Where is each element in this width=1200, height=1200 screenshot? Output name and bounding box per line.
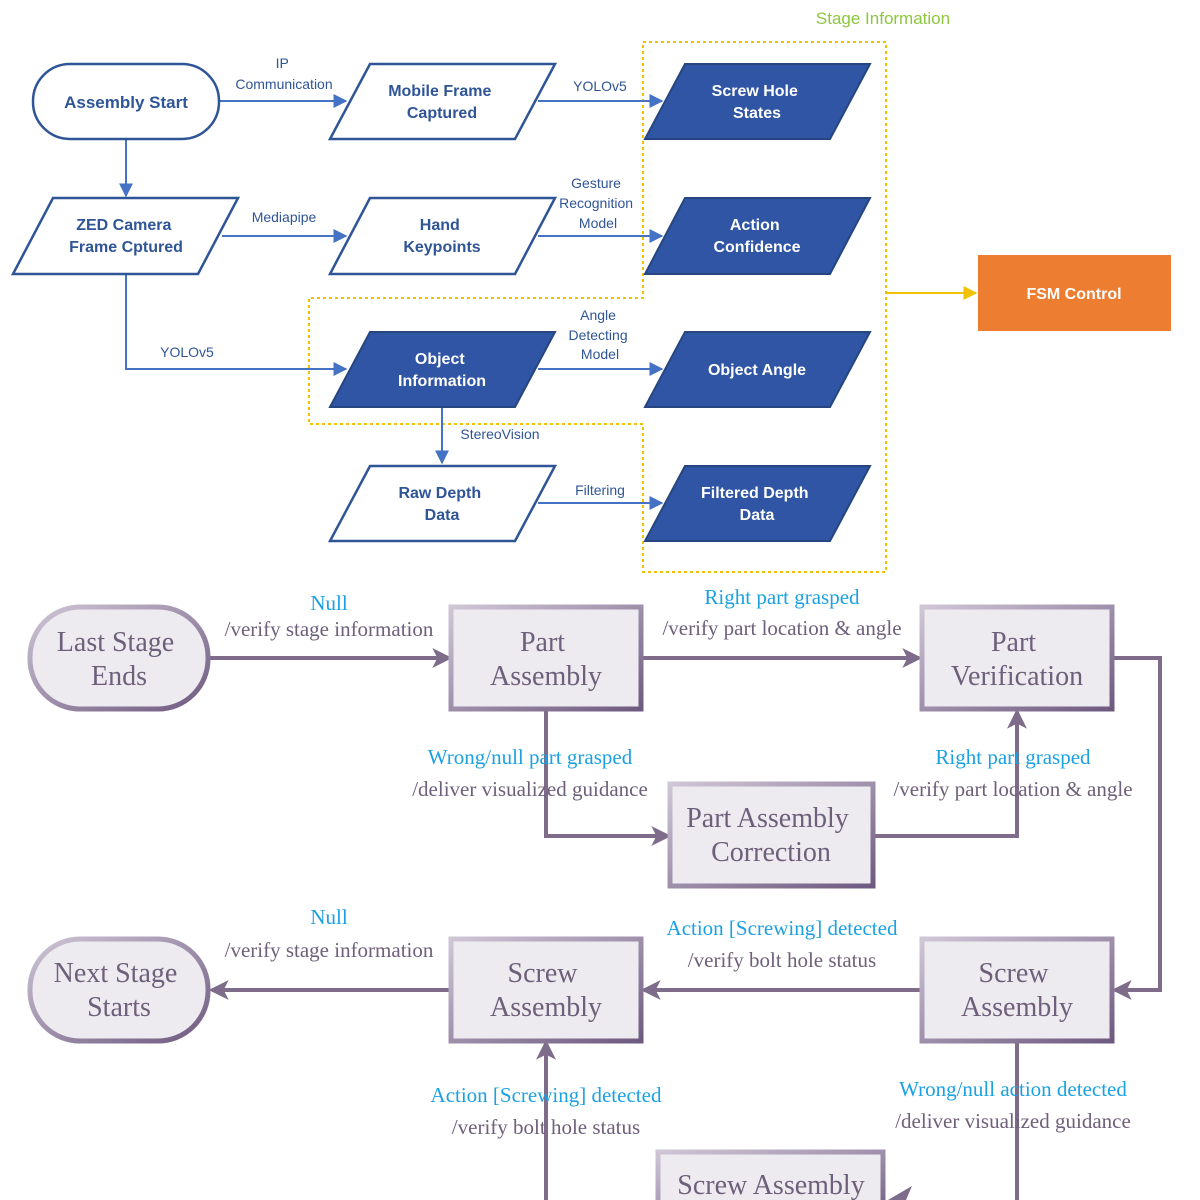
svg-text:Screw Hole States: Screw Hole States: [712, 83, 803, 122]
state-screw-assembly-bottom: Screw Assembly: [655, 1149, 886, 1200]
svg-text:Filtered Depth Data: Filtered Depth Data: [701, 485, 813, 524]
edge-zed-to-object: [125, 274, 348, 376]
transition-part-to-correction: [544, 710, 672, 846]
t7-event: Action [Screwing] detected: [431, 1083, 662, 1107]
state-part-assembly: Part Assembly: [448, 604, 644, 712]
label-yolov5-mobile: YOLOv5: [573, 78, 627, 94]
svg-text:Raw Depth Data: Raw Depth Data: [398, 485, 485, 524]
state-next-stage-starts: Next Stage Starts: [27, 936, 211, 1044]
label-stereovision: StereoVision: [460, 426, 539, 442]
node-fsm-control: FSM Control: [978, 255, 1171, 331]
t4-action: /verify part location & angle: [893, 777, 1132, 801]
t6-action: /verify bolt hole status: [688, 948, 876, 972]
svg-text:Object Information: Object Information: [398, 351, 486, 390]
node-mobile-frame-captured: Mobile Frame Captured: [327, 62, 558, 141]
label-yolov5-zed: YOLOv5: [160, 344, 214, 360]
node-object-information: Object Information: [328, 331, 557, 408]
node-filtered-depth-data: Filtered Depth Data: [643, 465, 872, 542]
node-zed-camera-frame: ZED Camera Frame Cptured: [10, 196, 241, 276]
stage-information-outline: [308, 41, 887, 573]
svg-text:Screw Assembly: Screw Assembly: [677, 1170, 864, 1200]
t5-event: Null: [310, 905, 348, 929]
t3-event: Wrong/null part grasped: [428, 745, 633, 769]
svg-text:Action Confidence: Action Confidence: [713, 217, 800, 256]
node-object-angle: Object Angle: [643, 331, 872, 408]
t1-action: /verify stage information: [225, 617, 434, 641]
svg-text:Assembly Start: Assembly Start: [64, 93, 188, 112]
t2-action: /verify part location & angle: [662, 616, 901, 640]
t4-event: Right part grasped: [935, 745, 1091, 769]
svg-text:FSM Control: FSM Control: [1026, 286, 1121, 303]
label-ip-communication: IP Communication: [235, 55, 332, 92]
node-screw-hole-states: Screw Hole States: [643, 63, 872, 140]
svg-text:Hand Keypoints: Hand Keypoints: [403, 217, 480, 256]
transition-verification-to-screw: [1111, 656, 1162, 1000]
svg-text:ZED Camera Frame Cptured: ZED Camera Frame Cptured: [69, 217, 183, 256]
t1-event: Null: [310, 591, 348, 615]
node-assembly-start: Assembly Start: [31, 62, 221, 141]
transition-correction-to-verification: [874, 708, 1027, 838]
label-gesture-model: Gesture Recognition Model: [559, 175, 637, 231]
t7-action: /verify bolt hole status: [452, 1115, 640, 1139]
svg-text:Next Stage Starts: Next Stage Starts: [54, 958, 185, 1023]
svg-text:Part Verification: Part Verification: [951, 627, 1083, 692]
node-action-confidence: Action Confidence: [643, 197, 872, 275]
node-hand-keypoints: Hand Keypoints: [327, 196, 558, 276]
arrow-into-bottom-state: [888, 1186, 912, 1200]
state-part-assembly-correction: Part Assembly Correction: [667, 781, 876, 889]
state-screw-assembly-right: Screw Assembly: [919, 936, 1115, 1044]
svg-text:Object Angle: Object Angle: [708, 362, 806, 379]
state-screw-assembly-left: Screw Assembly: [448, 936, 644, 1044]
t5-action: /verify stage information: [225, 938, 434, 962]
t6-event: Action [Screwing] detected: [667, 916, 898, 940]
label-angle-model: Angle Detecting Model: [568, 307, 631, 362]
t8-action: /deliver visualized guidance: [895, 1109, 1131, 1133]
t3-action: /deliver visualized guidance: [412, 777, 648, 801]
t8-event: Wrong/null action detected: [899, 1077, 1127, 1101]
svg-text:Screw Assembly: Screw Assembly: [490, 958, 602, 1023]
t2-event: Right part grasped: [704, 585, 860, 609]
label-mediapipe: Mediapipe: [252, 209, 317, 225]
svg-text:Part Assembly: Part Assembly: [490, 627, 602, 692]
node-raw-depth-data: Raw Depth Data: [327, 464, 558, 543]
svg-text:Part Assembly Correction: Part Assembly Correction: [686, 803, 856, 868]
label-filtering: Filtering: [575, 482, 625, 498]
svg-text:Mobile Frame Captured: Mobile Frame Captured: [388, 83, 496, 122]
state-part-verification: Part Verification: [919, 604, 1115, 712]
stage-information-label: Stage Information: [816, 9, 950, 28]
svg-text:Last Stage Ends: Last Stage Ends: [57, 627, 181, 692]
svg-text:Screw Assembly: Screw Assembly: [961, 958, 1073, 1023]
state-last-stage-ends: Last Stage Ends: [27, 604, 211, 712]
